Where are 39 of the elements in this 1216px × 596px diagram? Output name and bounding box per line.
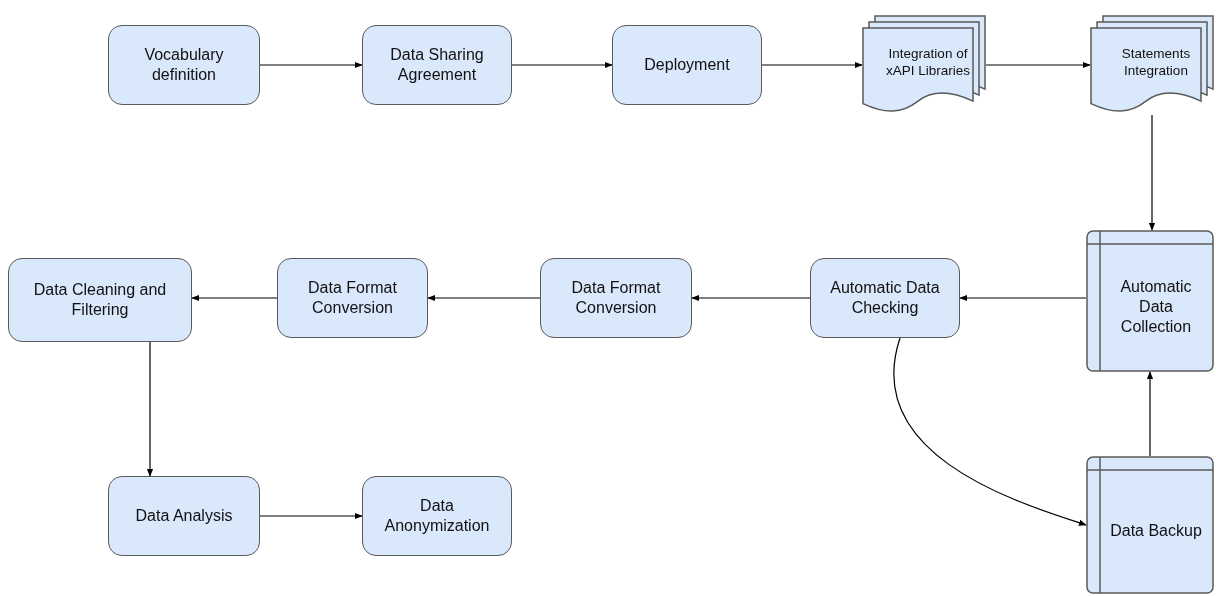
node-label: Vocabulary definition xyxy=(143,45,225,85)
arrow xyxy=(259,61,363,69)
document-stack xyxy=(862,15,986,115)
process-box xyxy=(612,25,762,105)
node-label: Deployment xyxy=(643,55,731,75)
storage-box xyxy=(1086,456,1214,594)
node-label: Data Format Conversion xyxy=(307,278,398,318)
process-box xyxy=(540,258,692,338)
arrow xyxy=(259,512,363,520)
arrow xyxy=(893,337,1087,526)
process-box xyxy=(277,258,428,338)
document-stack xyxy=(1090,15,1214,115)
node-label: Statements Integration xyxy=(1120,46,1192,80)
arrow xyxy=(761,61,863,69)
node-label: Data Cleaning and Filtering xyxy=(32,280,168,320)
process-box xyxy=(108,476,260,556)
node-label: Automatic Data Collection xyxy=(1119,277,1193,337)
storage-box xyxy=(1086,230,1214,372)
arrow xyxy=(985,61,1091,69)
arrow xyxy=(191,294,278,302)
node-label: Automatic Data Checking xyxy=(829,278,941,318)
process-box xyxy=(362,476,512,556)
arrow xyxy=(427,294,541,302)
node-label: Data Backup xyxy=(1109,521,1203,541)
arrow xyxy=(959,294,1087,302)
node-label: Data Sharing Agreement xyxy=(389,45,485,85)
node-label: Integration of xAPI Libraries xyxy=(884,46,971,80)
process-box xyxy=(810,258,960,338)
process-box xyxy=(8,258,192,342)
node-label: Data Analysis xyxy=(134,506,234,526)
node-label: Data Anonymization xyxy=(383,496,491,536)
node-label: Data Format Conversion xyxy=(570,278,662,318)
arrow xyxy=(146,341,154,477)
arrow xyxy=(1148,114,1156,231)
arrow xyxy=(1146,371,1154,457)
arrow xyxy=(511,61,613,69)
process-box xyxy=(362,25,512,105)
process-box xyxy=(108,25,260,105)
arrow xyxy=(691,294,811,302)
